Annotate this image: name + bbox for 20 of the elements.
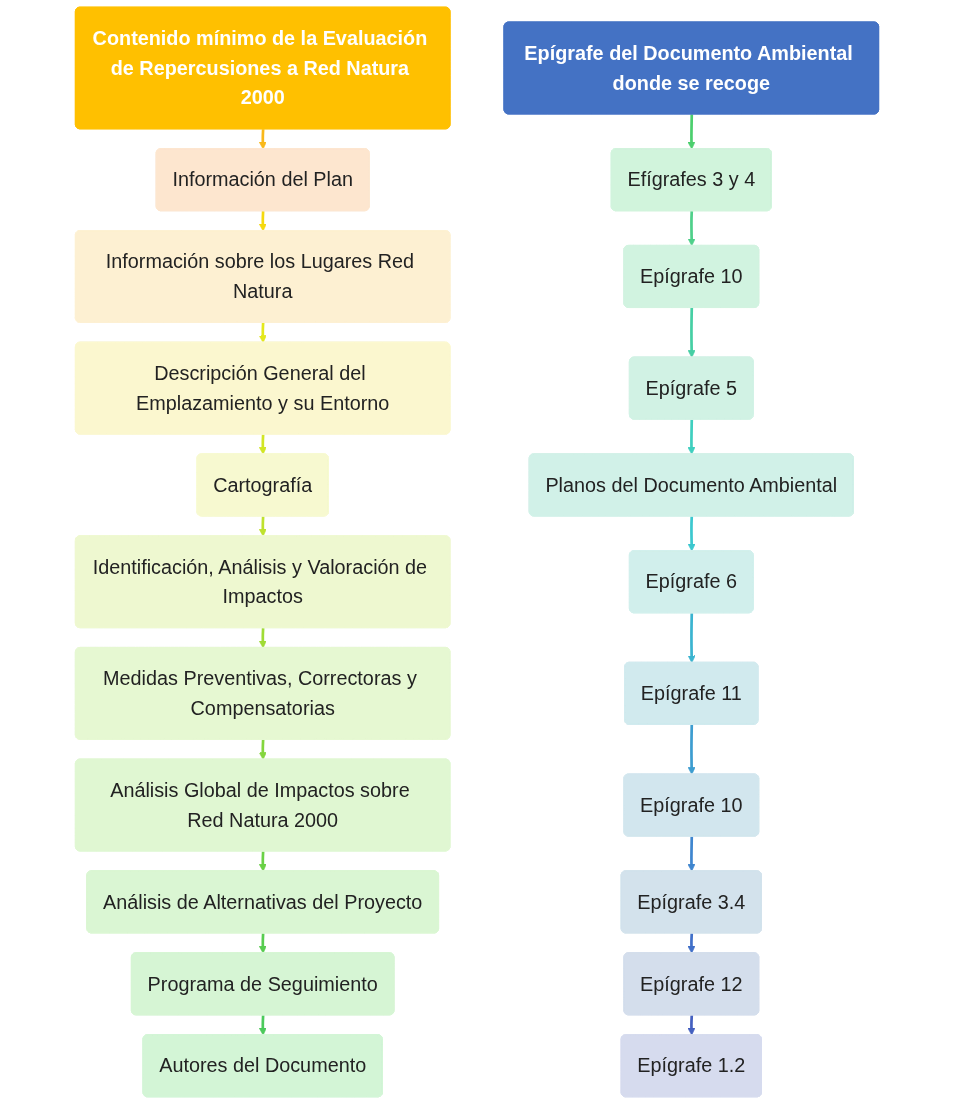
arrow: [687, 613, 696, 664]
arrow: [258, 628, 267, 649]
arrow: [687, 1015, 696, 1036]
arrow: [258, 933, 267, 954]
arrow: [258, 851, 267, 872]
arrow: [258, 211, 267, 232]
arrow: [258, 129, 267, 150]
arrow: [687, 933, 696, 954]
arrow: [258, 322, 267, 343]
arrow: [687, 836, 696, 872]
arrow: [687, 114, 696, 150]
arrow: [258, 739, 267, 760]
arrow: [687, 419, 696, 455]
arrow: [258, 1015, 267, 1036]
arrow: [258, 516, 267, 537]
arrow: [687, 516, 696, 552]
arrow: [687, 211, 696, 247]
arrow: [687, 307, 696, 358]
arrow: [687, 724, 696, 775]
arrow: [258, 434, 267, 455]
